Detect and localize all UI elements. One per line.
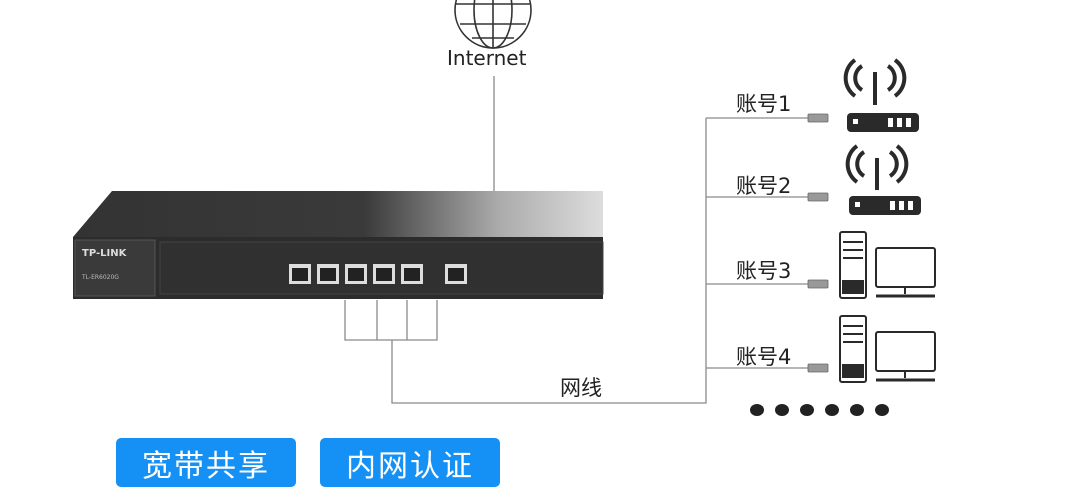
cable-label: 网线 [560,376,602,400]
intranet-auth-button[interactable]: 内网认证 [320,438,500,487]
router-brand: TP-LINK [82,248,127,259]
desktop-pc-icon [839,315,936,383]
cable-lines [344,76,808,404]
router-model: TL-ER6020G [82,274,119,281]
wireless-router-icon [845,144,909,190]
wireless-router-icon [843,58,907,105]
broadband-sharing-button[interactable]: 宽带共享 [116,438,296,487]
account-label-2: 账号2 [736,174,792,198]
globe-icon [454,0,532,49]
more-devices-dots [750,404,889,416]
account-label-1: 账号1 [736,92,792,116]
desktop-pc-icon [839,231,936,299]
account-label-4: 账号4 [736,345,792,369]
account-label-3: 账号3 [736,259,792,283]
router-device [73,191,604,299]
rj45-connectors [807,113,829,373]
internet-label: Internet [447,46,527,70]
